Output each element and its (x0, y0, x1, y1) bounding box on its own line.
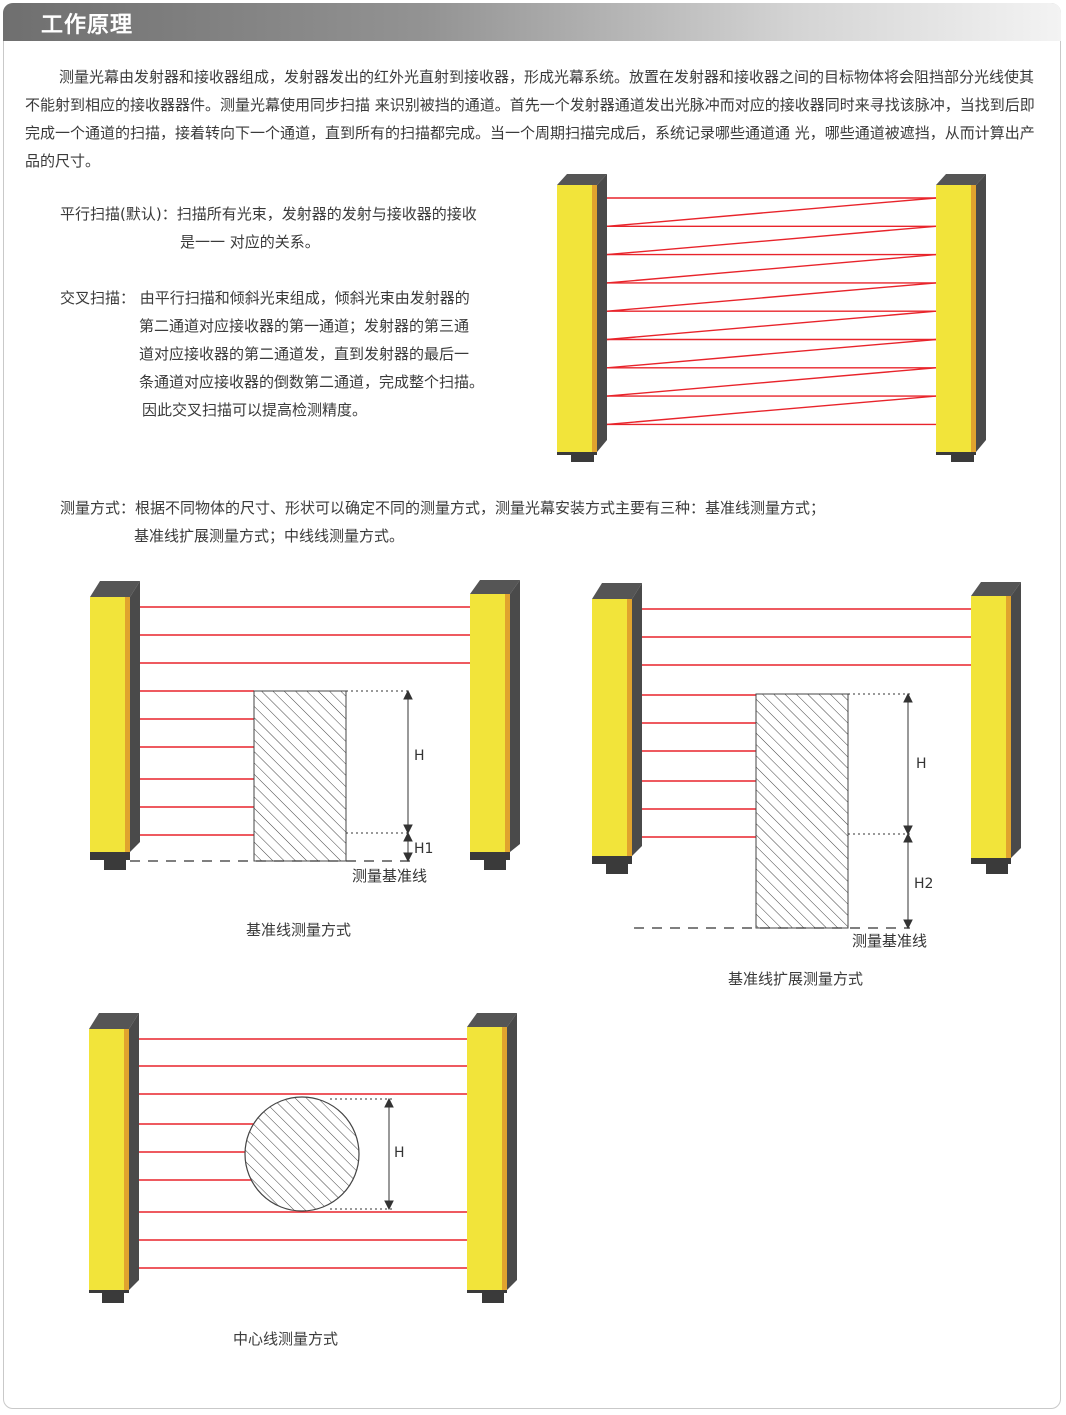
beams (642, 608, 971, 838)
receiver-right (971, 582, 1021, 874)
label-h1: H1 (414, 841, 433, 857)
inclined-beam (606, 338, 937, 369)
cross-scan-line4: 条通道对应接收器的倒数第二通道，完成整个扫描。 (139, 373, 485, 391)
cross-scan-line1: 交叉扫描： 由平行扫描和倾斜光束组成，倾斜光束由发射器的 (60, 289, 470, 307)
parallel-scan-line2: 是一一 对应的关系。 (180, 233, 320, 251)
inclined-beam (606, 282, 937, 312)
receiver-right (936, 174, 986, 462)
baseline-caption: 基准线测量方式 (246, 921, 352, 939)
measured-object (755, 693, 849, 929)
parallel-scan-line1: 平行扫描(默认)：扫描所有光束，发射器的发射与接收器的接收 (60, 205, 477, 223)
dotted-guides (346, 690, 410, 834)
dimension-arrows (403, 689, 413, 863)
label-h: H (394, 1145, 405, 1161)
label-h2: H2 (914, 876, 933, 892)
emitter-left (90, 581, 140, 870)
emitter-left (89, 1013, 139, 1303)
emitter-left (592, 583, 642, 874)
section-header: 工作原理 (3, 3, 1061, 41)
cross-scan-line3: 道对应接收器的第二通道发，直到发射器的最后一 (139, 345, 470, 363)
emitter-left (557, 174, 607, 462)
label-h: H (414, 748, 425, 764)
inclined-beam (606, 225, 937, 256)
dimension-arrows (903, 692, 913, 930)
center-line-caption: 中心线测量方式 (233, 1330, 339, 1348)
measure-modes-line2: 基准线扩展测量方式；中线线测量方式。 (134, 527, 405, 545)
dimension-arrow (384, 1097, 394, 1211)
dotted-guides (330, 1098, 392, 1210)
reference-line-label: 测量基准线 (852, 932, 927, 950)
inclined-beam (606, 253, 937, 284)
cross-scan-line2: 第二通道对应接收器的第一通道；发射器的第三通 (139, 317, 470, 335)
inclined-beam (606, 395, 937, 426)
measure-modes-line1: 测量方式：根据不同物体的尺寸、形状可以确定不同的测量方式，测量光幕安装方式主要有… (60, 499, 826, 517)
cross-scan-line5: 因此交叉扫描可以提高检测精度。 (142, 401, 368, 419)
cross-scan-beams (606, 197, 937, 426)
inclined-beam (606, 197, 937, 227)
extended-baseline-caption: 基准线扩展测量方式 (728, 970, 864, 988)
label-h: H (916, 756, 927, 772)
inclined-beam (606, 367, 937, 397)
intro-paragraph: 测量光幕由发射器和接收器组成，发射器发出的红外光直射到接收器，形成光幕系统。放置… (25, 68, 1035, 170)
dotted-guides (848, 693, 912, 835)
receiver-right (470, 580, 520, 870)
beams (140, 606, 470, 836)
measured-object (253, 690, 347, 862)
inclined-beam (606, 310, 937, 341)
measured-object (244, 1096, 360, 1212)
section-title: 工作原理 (41, 13, 134, 38)
receiver-right (467, 1013, 517, 1303)
reference-line-label: 测量基准线 (352, 867, 427, 885)
beams (139, 1038, 467, 1269)
